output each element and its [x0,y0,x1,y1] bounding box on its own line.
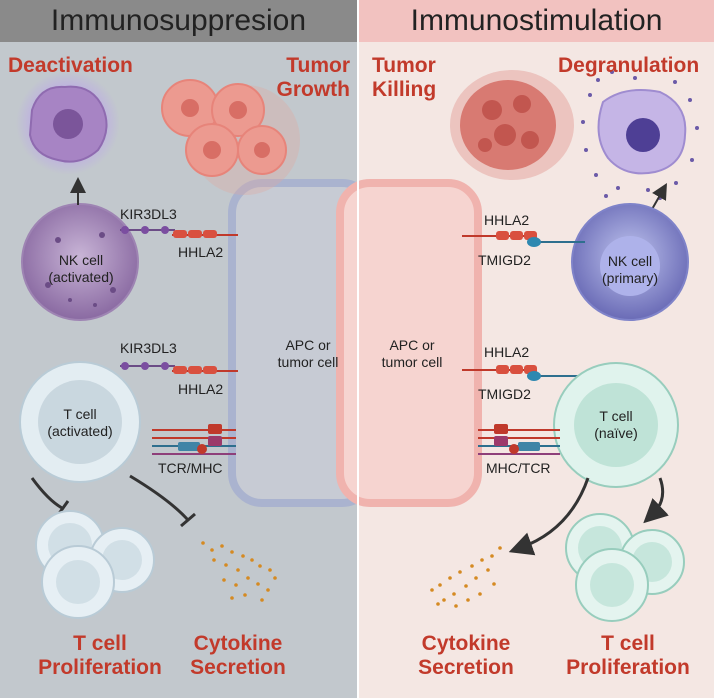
nk-cell-activated-label: NK cell (activated) [48,252,114,285]
tumor-cluster-left [161,79,300,195]
hhla2-tmigd2-top [462,231,585,247]
apc-cell-right [336,179,482,507]
deactivated-nk-cell [16,71,120,175]
hhla2-tmigd2-bottom [462,365,580,381]
t-cell-proliferation-left-label: T cell Proliferation [38,632,162,679]
nk-cell-activated [21,203,139,321]
nk-cell-primary-label: NK cell (primary) [602,253,658,286]
kir3dl3-top-label: KIR3DL3 [120,206,177,222]
cytokine-secretion-right-label: Cytokine Secretion [418,632,514,679]
hhla2-top-label-left: HHLA2 [178,244,224,260]
tumor-killing-label: Tumor Killing [372,54,437,101]
t-cell-proliferation-right [565,513,685,622]
kir3dl3-hhla2-top [120,226,238,238]
tumor-growth-label: Tumor Growth [276,54,351,101]
apc-label-left: APC or tumor cell [277,337,339,370]
t-cell-naive-label: T cell (naïve) [594,408,638,441]
degranulation-label: Degranulation [558,54,700,77]
kir3dl3-hhla2-bottom [120,362,238,374]
cytokine-dots-left [201,541,277,602]
t-cell-proliferation-right-label: T cell Proliferation [566,632,690,679]
nk-cell-primary [571,203,689,321]
t-cell-naive [553,362,679,488]
degranulating-nk-cell [581,70,699,200]
t-cell-activated-label: T cell (activated) [47,406,113,439]
kir3dl3-bottom-label: KIR3DL3 [120,340,177,356]
hhla2-bottom-label-left: HHLA2 [178,381,224,397]
tumor-killed-right [450,70,574,180]
hhla2-bottom-label-right: HHLA2 [484,344,530,360]
immunostimulation-title: Immunostimulation [359,0,714,42]
deactivation-label: Deactivation [8,54,133,77]
cytokine-secretion-left-label: Cytokine Secretion [190,632,286,679]
hhla2-top-label-right: HHLA2 [484,212,530,228]
cytokine-dots-right [430,546,502,608]
mhc-tcr-label: MHC/TCR [486,460,551,476]
immunosuppression-title: Immunosuppresion [0,0,357,42]
tcr-mhc-left [152,424,236,455]
tcr-mhc-label: TCR/MHC [158,460,223,476]
t-cell-proliferation-left [35,510,155,619]
t-cell-activated [19,361,141,483]
mhc-tcr-right [478,424,560,455]
tmigd2-top-label: TMIGD2 [478,252,531,268]
tmigd2-bottom-label: TMIGD2 [478,386,531,402]
apc-label-right: APC or tumor cell [381,337,443,370]
